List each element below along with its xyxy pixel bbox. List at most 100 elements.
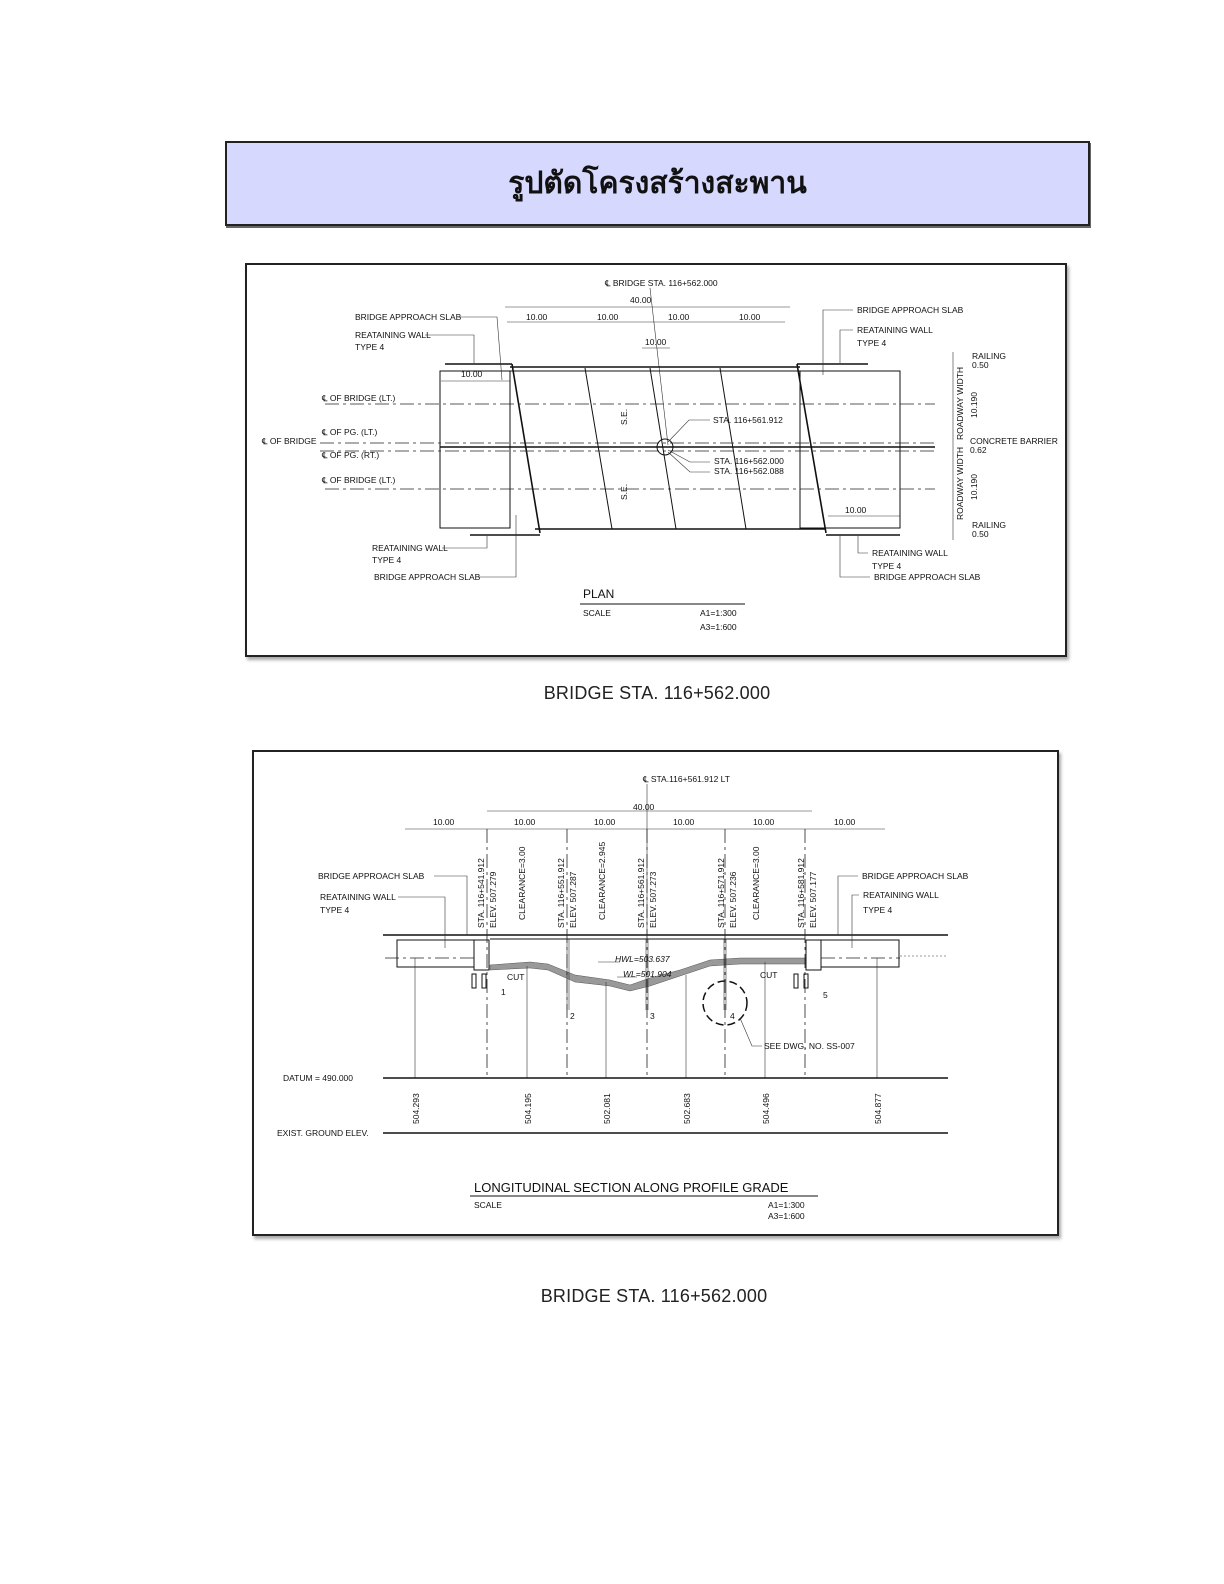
cut-label: CUT [507,972,524,982]
plan-drawing: ℄ BRIDGE STA. 116+562.000 40.00 10.00 10… [245,263,1067,657]
callout-label: TYPE 4 [355,342,385,352]
callout-label: REATAINING WALL [872,548,948,558]
pier-station: STA. 116+541.912 [476,858,486,928]
railing-label: RAILING [972,520,1006,530]
ground-elev-value: 504.293 [411,1093,421,1124]
callout-label: BRIDGE APPROACH SLAB [318,871,425,881]
wl-label: WL=501.904 [623,969,672,979]
callout-label: BRIDGE APPROACH SLAB [857,305,964,315]
span-dim: 10.00 [834,817,856,827]
cl-station-label: ℄ STA.116+561.912 LT [642,774,730,784]
pier-elev: ELEV. 507.236 [728,871,738,928]
railing-width: 0.50 [972,529,989,539]
ground-elev-label: EXIST. GROUND ELEV. [277,1128,369,1138]
roadway-width-value: 10.190 [969,474,979,500]
total-length-dim: 40.00 [633,802,655,812]
scale-a3: A3=1:600 [700,622,737,632]
pier-labels: STA. 116+541.912 ELEV. 507.279 STA. 116+… [476,842,818,928]
right-approach-dim: 10.00 [845,505,867,515]
ground-elev-value: 502.081 [602,1093,612,1124]
clearance-label: CLEARANCE=2.945 [597,842,607,920]
callout-label: TYPE 4 [372,555,402,565]
ground-elev-value: 504.877 [873,1093,883,1124]
cl-bridge-station-label: ℄ BRIDGE STA. 116+562.000 [604,278,718,288]
ground-elev-value: 502.683 [682,1093,692,1124]
plan-centerline-labels: ℄ OF BRIDGE (LT.) ℄ OF PG. (LT.) ℄ OF BR… [261,393,629,500]
plan-dimensions: ℄ BRIDGE STA. 116+562.000 40.00 10.00 10… [441,278,900,517]
callout-label: TYPE 4 [863,905,893,915]
span-dim: 10.00 [753,817,775,827]
pier-station: STA. 116+571.912 [716,858,726,928]
span-dim: 10.00 [673,817,695,827]
callout-label: REATAINING WALL [863,890,939,900]
pier-station: STA. 116+551.912 [556,858,566,928]
roadway-width-label: ROADWAY WIDTH [955,367,965,440]
span-dim: 10.00 [526,312,548,322]
offset-dim: 10.00 [645,337,667,347]
scale-label: SCALE [583,608,611,618]
barrier-width: 0.62 [970,445,987,455]
span-dim: 10.00 [514,817,536,827]
pier-elev: ELEV. 507.177 [808,871,818,928]
scale-a3: A3=1:600 [768,1211,805,1221]
station-marker-icon [656,438,674,456]
roadway-width-label: ROADWAY WIDTH [955,447,965,520]
station-label: STA. 116+561.912 [713,415,783,425]
section-title-block: LONGITUDINAL SECTION ALONG PROFILE GRADE… [470,1180,818,1221]
centerline-label: ℄ OF PG. (RT.) [321,450,379,460]
left-approach-dim: 10.00 [461,369,483,379]
callout-label: REATAINING WALL [372,543,448,553]
railing-width: 0.50 [972,360,989,370]
page-title-banner: รูปตัดโครงสร้างสะพาน [225,141,1090,226]
centerline-label: ℄ OF BRIDGE (LT.) [321,475,395,485]
span-dim: 10.00 [594,817,616,827]
span-dim: 10.00 [597,312,619,322]
plan-callouts: BRIDGE APPROACH SLAB REATAINING WALL TYP… [355,305,981,582]
station-label: STA. 116+562.000 [714,456,784,466]
ground-elev-value: 504.496 [761,1093,771,1124]
barrier-label: CONCRETE BARRIER [970,436,1058,446]
railing-label: RAILING [972,351,1006,361]
span-dim: 10.00 [668,312,690,322]
centerline-label: ℄ OF PG. (LT.) [321,427,378,437]
ground-elev-value: 504.195 [523,1093,533,1124]
pier-number: 1 [501,987,506,997]
scale-label: SCALE [474,1200,502,1210]
plan-width-dims: RAILING 0.50 ROADWAY WIDTH 10.190 CONCRE… [952,351,1058,540]
se-label: S.E. [619,484,629,500]
pier-number: 4 [730,1011,735,1021]
callout-label: BRIDGE APPROACH SLAB [355,312,462,322]
pier-elev: ELEV. 507.273 [648,871,658,928]
span-dim: 10.00 [433,817,455,827]
section-dimensions: ℄ STA.116+561.912 LT 40.00 10.00 10.00 1… [405,774,885,935]
plan-title-block: PLAN SCALE A1=1:300 A3=1:600 [580,587,745,632]
callout-label: BRIDGE APPROACH SLAB [874,572,981,582]
plan-structure [320,363,935,536]
callout-label: REATAINING WALL [857,325,933,335]
roadway-width-value: 10.190 [969,392,979,418]
callout-label: REATAINING WALL [320,892,396,902]
section-structure [383,934,948,1047]
centerline-label: ℄ OF BRIDGE [261,436,317,446]
scale-a1: A1=1:300 [768,1200,805,1210]
section-annotations: BRIDGE APPROACH SLAB REATAINING WALL TYP… [277,871,969,1138]
centerline-label: ℄ OF BRIDGE (LT.) [321,393,395,403]
page-title: รูปตัดโครงสร้างสะพาน [508,166,807,201]
clearance-label: CLEARANCE=3.00 [517,846,527,920]
callout-label: TYPE 4 [872,561,902,571]
hwl-label: HWL=503.637 [615,954,670,964]
station-label: STA. 116+562.088 [714,466,784,476]
callout-label: TYPE 4 [857,338,887,348]
pier-station: STA. 116+581.912 [796,858,806,928]
pier-elev: ELEV. 507.287 [568,871,578,928]
see-drawing-note: SEE DWG. NO. SS-007 [764,1041,855,1051]
span-dim: 10.00 [739,312,761,322]
pier-station: STA. 116+561.912 [636,858,646,928]
pier-number: 2 [570,1011,575,1021]
callout-label: BRIDGE APPROACH SLAB [374,572,481,582]
cut-label: CUT [760,970,777,980]
drawing-title: LONGITUDINAL SECTION ALONG PROFILE GRADE [474,1180,789,1195]
datum-label: DATUM = 490.000 [283,1073,353,1083]
callout-label: TYPE 4 [320,905,350,915]
pier-number: 5 [823,990,828,1000]
